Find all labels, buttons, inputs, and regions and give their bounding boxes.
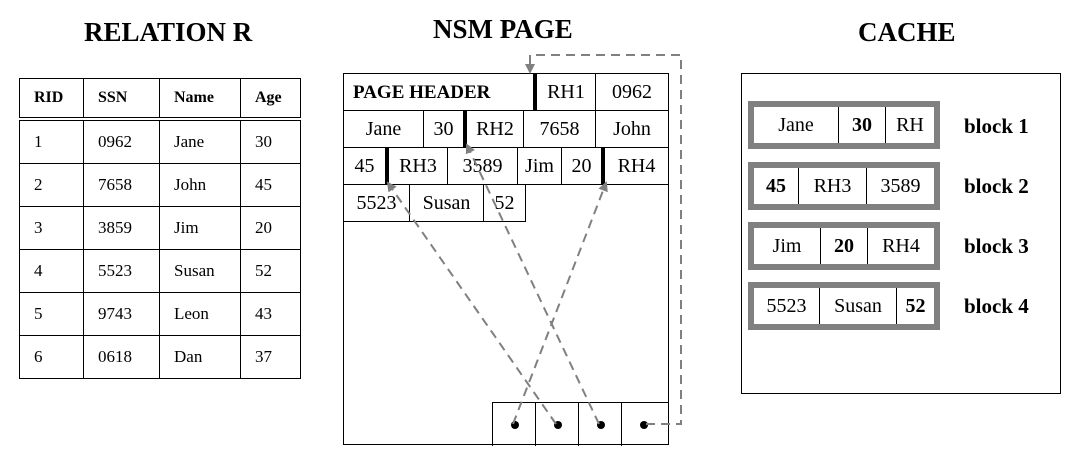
cell-name: Leon [159, 292, 241, 336]
cell-rid: 2 [19, 163, 84, 207]
cell-name: Dan [159, 335, 241, 379]
cell-ssn: 5523 [83, 249, 160, 293]
value-cell: 52 [484, 185, 526, 222]
arrow-to-rh2 [465, 143, 600, 425]
block-cell: Jim [754, 228, 821, 264]
block-cell: 30 [839, 107, 886, 143]
arrow-to-rh1 [525, 54, 682, 425]
col-header-ssn: SSN [83, 78, 160, 121]
relation-table: RID SSN Name Age 1 0962 Jane 30 2 7658 J… [19, 78, 301, 379]
record-header-rh3: RH3 [386, 148, 448, 185]
cell-rid: 3 [19, 206, 84, 250]
cell-name: Jim [159, 206, 241, 250]
table-row: 6 0618 Dan 37 [19, 335, 301, 379]
block-cell: Jane [754, 107, 839, 143]
cache-box: Jane 30 RH block 1 45 RH3 3589 block 2 J… [741, 73, 1061, 394]
value-cell: 30 [424, 111, 464, 148]
block-label-2: block 2 [964, 174, 1029, 198]
table-row: 1 0962 Jane 30 [19, 119, 301, 164]
relation-header-row: RID SSN Name Age [19, 78, 301, 121]
block-cell: 3589 [880, 174, 921, 197]
cell-age: 43 [240, 292, 301, 336]
record-slot [621, 402, 669, 446]
value-cell: John [596, 111, 668, 148]
record-header-rh4: RH4 [602, 148, 668, 185]
cell-age: 52 [240, 249, 301, 293]
cell-rid: 4 [19, 249, 84, 293]
block-cell: 20 [821, 228, 868, 264]
block-cell: 45 [754, 168, 799, 204]
value-cell: Susan [410, 185, 484, 222]
value-cell: Jane [344, 111, 424, 148]
cell-ssn: 9743 [83, 292, 160, 336]
cache-block-1: Jane 30 RH [748, 101, 940, 149]
arrow-to-rh3 [386, 181, 557, 425]
nsm-title: NSM PAGE [433, 14, 573, 44]
cell-rid: 6 [19, 335, 84, 379]
cell-rid: 1 [19, 119, 84, 164]
record-header-rh1: RH1 [534, 74, 596, 111]
block-cell: 52 [905, 294, 926, 317]
cache-block-4: 5523 Susan 52 [748, 282, 940, 330]
block-cell: RH [896, 113, 924, 136]
value-cell: 20 [562, 148, 602, 185]
value-cell: 3589 [448, 148, 518, 185]
table-row: 2 7658 John 45 [19, 163, 301, 207]
block-label-1: block 1 [964, 114, 1029, 138]
record-slot [535, 402, 578, 446]
block-label-3: block 3 [964, 234, 1029, 258]
slot-pointer-dot [640, 421, 648, 429]
cell-age: 37 [240, 335, 301, 379]
value-cell: 0962 [596, 74, 668, 111]
cell-name: Jane [159, 119, 241, 164]
block-cell: 5523 [754, 288, 820, 324]
cache-block-2: 45 RH3 3589 [748, 162, 940, 210]
block-cell: RH4 [882, 234, 920, 257]
table-row: 5 9743 Leon 43 [19, 292, 301, 336]
cell-ssn: 0962 [83, 119, 160, 164]
block-cell: Susan [820, 288, 897, 324]
record-header-rh2: RH2 [464, 111, 524, 148]
table-row: 3 3859 Jim 20 [19, 206, 301, 250]
nsm-page: PAGE HEADER RH1 0962 Jane 30 RH2 7658 Jo… [343, 73, 669, 446]
cell-age: 20 [240, 206, 301, 250]
cell-name: John [159, 163, 241, 207]
col-header-age: Age [240, 78, 301, 121]
cell-age: 30 [240, 119, 301, 164]
value-cell: 45 [344, 148, 386, 185]
cache-title: CACHE [858, 17, 956, 47]
cell-ssn: 7658 [83, 163, 160, 207]
arrow-to-rh4 [512, 181, 608, 425]
cell-rid: 5 [19, 292, 84, 336]
value-cell: 7658 [524, 111, 596, 148]
cell-age: 45 [240, 163, 301, 207]
record-slot [492, 402, 535, 446]
page-header-cell: PAGE HEADER [344, 74, 534, 111]
cell-ssn: 0618 [83, 335, 160, 379]
cache-block-3: Jim 20 RH4 [748, 222, 940, 270]
relation-title: RELATION R [84, 17, 253, 47]
cell-ssn: 3859 [83, 206, 160, 250]
value-cell: Jim [518, 148, 562, 185]
slot-pointer-dot [597, 421, 605, 429]
cell-name: Susan [159, 249, 241, 293]
record-slot [578, 402, 621, 446]
table-row: 4 5523 Susan 52 [19, 249, 301, 293]
slot-pointer-dot [511, 421, 519, 429]
block-label-4: block 4 [964, 294, 1029, 318]
block-cell: RH3 [799, 168, 867, 204]
value-cell: 5523 [344, 185, 410, 222]
slot-pointer-dot [554, 421, 562, 429]
col-header-rid: RID [19, 78, 84, 121]
